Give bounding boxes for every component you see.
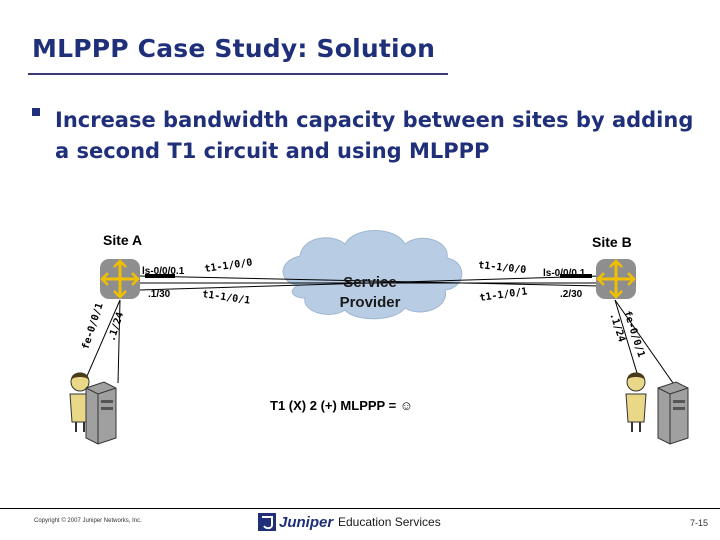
site-a-fe-interface-label: fe-0/0/1 — [80, 302, 105, 351]
site-b-ls-interface: ls-0/0/0.1 — [543, 268, 585, 279]
site-b-t1-primary-label: t1-1/0/0 — [478, 260, 527, 276]
site-a-t1-primary-label: t1-1/0/0 — [204, 257, 253, 275]
page-number: 7-15 — [690, 518, 708, 528]
juniper-logo-icon — [258, 513, 276, 531]
site-b-ls-address: .2/30 — [560, 289, 582, 300]
server-icon — [86, 382, 116, 444]
logo-text: Juniper — [279, 514, 333, 531]
site-a-ls-interface: ls-0/0/0.1 — [142, 266, 184, 277]
site-a-ls-address: .1/30 — [148, 289, 170, 300]
router-icon — [596, 259, 636, 299]
site-b-t1-secondary-label: t1-1/0/1 — [479, 286, 528, 304]
juniper-logo: Juniper — [258, 513, 333, 531]
server-icon — [658, 382, 688, 444]
site-a-fe-address-label: .1/24 — [106, 311, 126, 343]
equation-text: T1 (X) 2 (+) MLPPP = ☺ — [270, 398, 413, 413]
site-a-label: Site A — [103, 232, 142, 248]
footer-divider — [0, 508, 720, 509]
copyright-text: Copyright © 2007 Juniper Networks, Inc. — [34, 518, 142, 524]
router-icon — [100, 259, 140, 299]
person-icon — [626, 373, 646, 433]
cloud-label: Service Provider — [320, 273, 420, 313]
site-a-t1-secondary-label: t1-1/0/1 — [202, 289, 251, 307]
education-services-text: Education Services — [338, 515, 441, 529]
site-b-label: Site B — [592, 234, 632, 250]
